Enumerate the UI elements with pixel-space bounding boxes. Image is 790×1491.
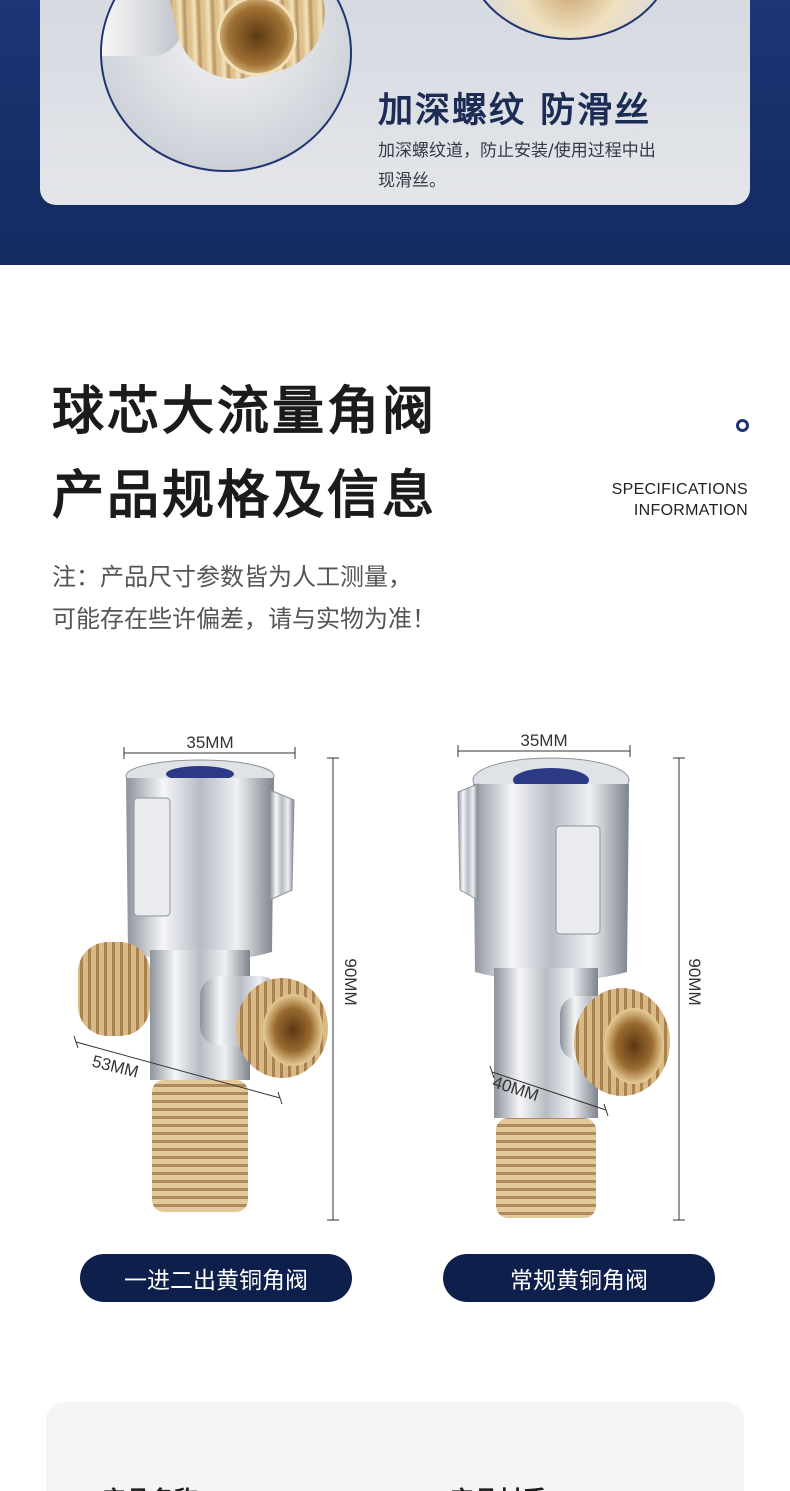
spec-title-line-1: 球芯大流量角阀 <box>52 382 438 442</box>
product-dimension-drawings: 35MM 90MM 53MM 35MM <box>73 731 704 1221</box>
product-2-drawing: 35MM 90MM 40MM <box>457 731 704 1221</box>
product-2-width-label: 35MM <box>520 731 567 750</box>
feature-title: 加深螺纹 防滑丝 <box>378 91 652 131</box>
chrome-body-shape <box>102 0 182 56</box>
feature-card <box>40 0 750 205</box>
note-line-2: 可能存在些许偏差，请与实物为准！ <box>52 605 436 633</box>
spec-english-line-1: SPECIFICATIONS <box>611 481 748 498</box>
spec-english-line-2: INFORMATION <box>633 502 748 519</box>
spec-title: 球芯大流量角阀 产品规格及信息 <box>52 370 437 538</box>
product-1-drawing: 35MM 90MM 53MM <box>73 733 360 1221</box>
feature-description: 加深螺纹道，防止安装/使用过程中出现滑丝。 <box>378 141 656 191</box>
product-1-height-label: 90MM <box>341 958 360 1005</box>
thread-closeup-image <box>100 0 352 172</box>
decor-dot-icon <box>736 419 749 432</box>
product-2-height-label: 90MM <box>685 958 704 1005</box>
note-line-1: 注：产品尺寸参数皆为人工测量， <box>52 563 412 591</box>
product-info-card: 产品名称 产品材质 <box>46 1402 744 1491</box>
thread-opening-shape <box>217 0 297 76</box>
product-1-width-label: 35MM <box>186 733 233 752</box>
detail-closeup-image <box>465 0 675 40</box>
product-name-label: 产品名称 <box>102 1480 198 1491</box>
spec-title-line-2: 产品规格及信息 <box>52 466 438 526</box>
spec-english-title: SPECIFICATIONS INFORMATION <box>612 479 748 521</box>
product-1-depth-label: 53MM <box>90 1052 140 1082</box>
product-2-name-badge: 常规黄铜角阀 <box>443 1254 715 1302</box>
measurement-note: 注：产品尺寸参数皆为人工测量， 可能存在些许偏差，请与实物为准！ <box>52 556 436 640</box>
product-1-name-badge: 一进二出黄铜角阀 <box>80 1254 352 1302</box>
top-feature-band: 加深螺纹 防滑丝 加深螺纹道，防止安装/使用过程中出现滑丝。 <box>0 0 790 265</box>
product-material-label: 产品材质 <box>450 1480 546 1491</box>
